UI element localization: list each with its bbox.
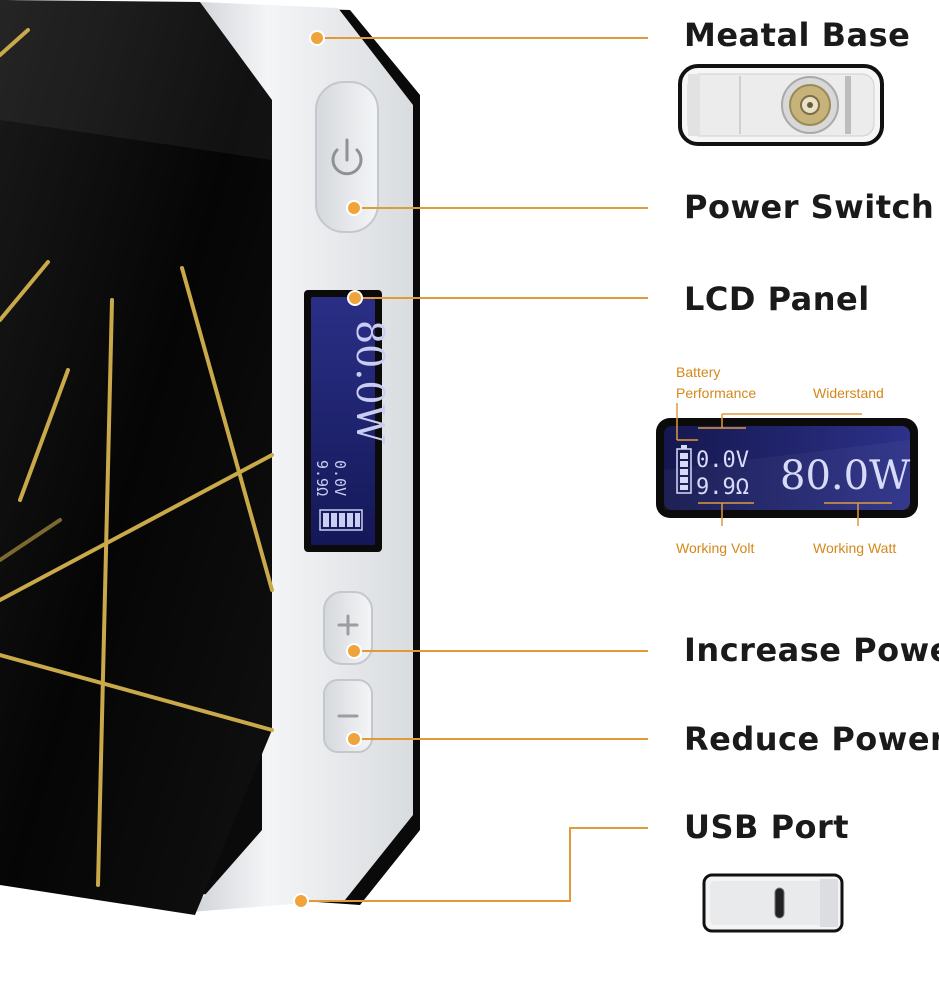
- lcd-volt-value: 0.0V: [696, 448, 749, 473]
- widerstand-label: Widerstand: [813, 385, 884, 401]
- usb-port-icon: [774, 887, 785, 919]
- increase-power-label: Increase Power: [684, 631, 939, 669]
- working-volt-label: Working Volt: [676, 540, 755, 556]
- lcd-panel-dot: [347, 290, 363, 306]
- metal-base-label: Meatal Base: [684, 16, 911, 54]
- device-battery-icon: [319, 509, 363, 531]
- working-watt-label: Working Watt: [813, 540, 897, 556]
- gold-pattern: [0, 28, 274, 887]
- lcd-panel-label: LCD Panel: [684, 280, 870, 318]
- reduce-power-label: Reduce Power: [684, 720, 939, 758]
- increase-power-dot: [346, 643, 362, 659]
- device-lcd-volt: 0.0V: [331, 460, 349, 496]
- usb-port-label: USB Port: [684, 808, 850, 846]
- power-switch-label: Power Switch: [684, 188, 935, 226]
- callout-dots: [293, 30, 363, 909]
- performance-label: Performance: [676, 385, 757, 401]
- callout-lines: [301, 37, 648, 902]
- device-lcd-screen: [311, 297, 375, 545]
- lcd-detail-inset: 0.0V 9.9Ω 80.0W: [656, 418, 918, 518]
- usb-port-dot: [293, 893, 309, 909]
- reduce-power-dot: [346, 731, 362, 747]
- front-panel: [0, 0, 272, 915]
- power-switch-dot: [346, 200, 362, 216]
- metal-base-inset: [678, 64, 884, 146]
- device-lcd-resistance: 9.9Ω: [313, 460, 331, 496]
- metal-base-dot: [309, 30, 325, 46]
- lcd-resistance-value: 9.9Ω: [696, 475, 749, 500]
- device: 80.0W 0.0V 9.9Ω: [0, 0, 420, 915]
- battery-label: Battery: [676, 364, 721, 380]
- usb-port-inset: [702, 873, 844, 933]
- power-icon: [331, 138, 363, 176]
- lcd-battery-icon: [676, 445, 692, 494]
- device-lcd-watt: 80.0W: [348, 320, 392, 444]
- lcd-watt-value: 80.0W: [780, 453, 910, 499]
- lcd-annotation-lines: [676, 403, 892, 526]
- plus-icon: [337, 614, 359, 636]
